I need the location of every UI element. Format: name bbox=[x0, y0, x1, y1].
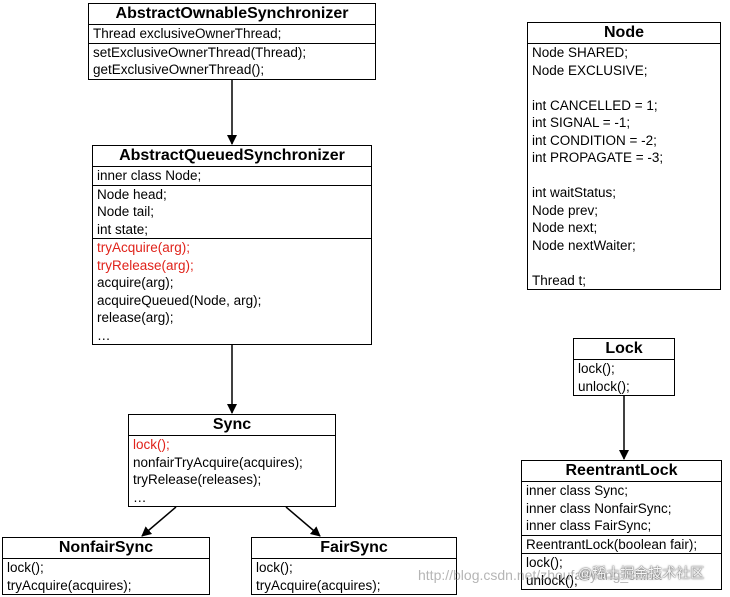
arrow-fairsync-to-sync bbox=[285, 506, 321, 537]
member-line: … bbox=[97, 327, 111, 343]
member-line: Node nextWaiter; bbox=[532, 237, 636, 253]
member-line: int state; bbox=[97, 221, 149, 237]
member-line: Node next; bbox=[532, 220, 598, 235]
class-section: Thread exclusiveOwnerThread; bbox=[89, 25, 375, 44]
member-line: Node EXCLUSIVE; bbox=[532, 62, 648, 78]
member-line: … bbox=[133, 489, 147, 505]
member-line bbox=[532, 79, 716, 97]
class-title: Lock bbox=[574, 339, 674, 360]
member-line: setExclusiveOwnerThread(Thread); bbox=[93, 44, 307, 60]
member-line: lock(); bbox=[578, 361, 615, 376]
member-line: nonfairTryAcquire(acquires); bbox=[133, 454, 303, 470]
arrow-nonfairsync-to-sync bbox=[141, 506, 177, 537]
member-line: acquireQueued(Node, arg); bbox=[97, 292, 262, 308]
watermark-url: http://blog.csdn.net/zhoufanyang_china bbox=[418, 567, 662, 583]
class-section: lock(); tryAcquire(acquires); bbox=[252, 559, 456, 594]
member-line: lock(); bbox=[7, 560, 44, 575]
member-line: Node tail; bbox=[97, 204, 155, 219]
member-line: release(arg); bbox=[97, 310, 174, 325]
class-title: AbstractQueuedSynchronizer bbox=[93, 146, 371, 167]
class-section: inner class Node; bbox=[93, 167, 371, 186]
watermark-site: @稀土掘金技术社区 bbox=[578, 565, 705, 581]
member-line: lock(); bbox=[526, 555, 563, 570]
class-section: lock(); unlock(); bbox=[522, 554, 721, 589]
class-section: tryAcquire(arg); tryRelease(arg); acquire(… bbox=[93, 239, 371, 344]
member-line: int CONDITION = -2; bbox=[532, 132, 657, 148]
member-line: ReentrantLock(boolean fair); bbox=[526, 536, 698, 552]
member-line: inner class FairSync; bbox=[526, 518, 652, 533]
member-line: tryRelease(arg); bbox=[97, 257, 194, 273]
member-line: int PROPAGATE = -3; bbox=[532, 150, 664, 165]
class-section: Node SHARED; Node EXCLUSIVE; int CANCELLED… bbox=[528, 44, 720, 289]
member-line: acquire(arg); bbox=[97, 275, 174, 290]
member-line: int CANCELLED = 1; bbox=[532, 97, 658, 113]
class-section: Node head; Node tail; int state; bbox=[93, 186, 371, 239]
member-line bbox=[532, 254, 716, 272]
member-line bbox=[532, 167, 716, 185]
class-title: FairSync bbox=[252, 538, 456, 559]
class-section: ReentrantLock(boolean fair); bbox=[522, 536, 721, 554]
member-line: tryAcquire(arg); bbox=[97, 240, 191, 255]
member-line: Node SHARED; bbox=[532, 45, 629, 60]
member-line: int waitStatus; bbox=[532, 185, 617, 200]
member-line: getExclusiveOwnerThread(); bbox=[93, 62, 265, 77]
member-line: inner class Sync; bbox=[526, 483, 629, 498]
class-section: lock(); nonfairTryAcquire(acquires); tryRe… bbox=[129, 436, 335, 506]
member-line: Node prev; bbox=[532, 202, 599, 218]
member-line: tryAcquire(acquires); bbox=[7, 577, 132, 593]
member-line: inner class NonfairSync; bbox=[526, 500, 672, 516]
class-section: lock(); tryAcquire(acquires); bbox=[3, 559, 209, 594]
member-line: unlock(); bbox=[578, 378, 630, 394]
member-line: lock(); bbox=[256, 560, 293, 575]
member-line: lock(); bbox=[133, 437, 170, 452]
member-line: inner class Node; bbox=[97, 168, 202, 183]
member-line: Thread t; bbox=[532, 272, 587, 288]
member-line: Thread exclusiveOwnerThread; bbox=[93, 26, 282, 41]
member-line: tryRelease(releases); bbox=[133, 472, 262, 487]
member-line: unlock(); bbox=[526, 572, 578, 588]
class-title: AbstractOwnableSynchronizer bbox=[89, 4, 375, 25]
class-section: setExclusiveOwnerThread(Thread); getExclu… bbox=[89, 44, 375, 79]
class-title: Node bbox=[528, 23, 720, 44]
member-line: int SIGNAL = -1; bbox=[532, 115, 631, 130]
class-title: Sync bbox=[129, 415, 335, 436]
member-line: Node head; bbox=[97, 186, 167, 202]
member-line: tryAcquire(acquires); bbox=[256, 577, 381, 593]
class-title: NonfairSync bbox=[3, 538, 209, 559]
class-section: lock(); unlock(); bbox=[574, 360, 674, 395]
class-section: inner class Sync; inner class NonfairSync… bbox=[522, 482, 721, 536]
class-title: ReentrantLock bbox=[522, 461, 721, 482]
